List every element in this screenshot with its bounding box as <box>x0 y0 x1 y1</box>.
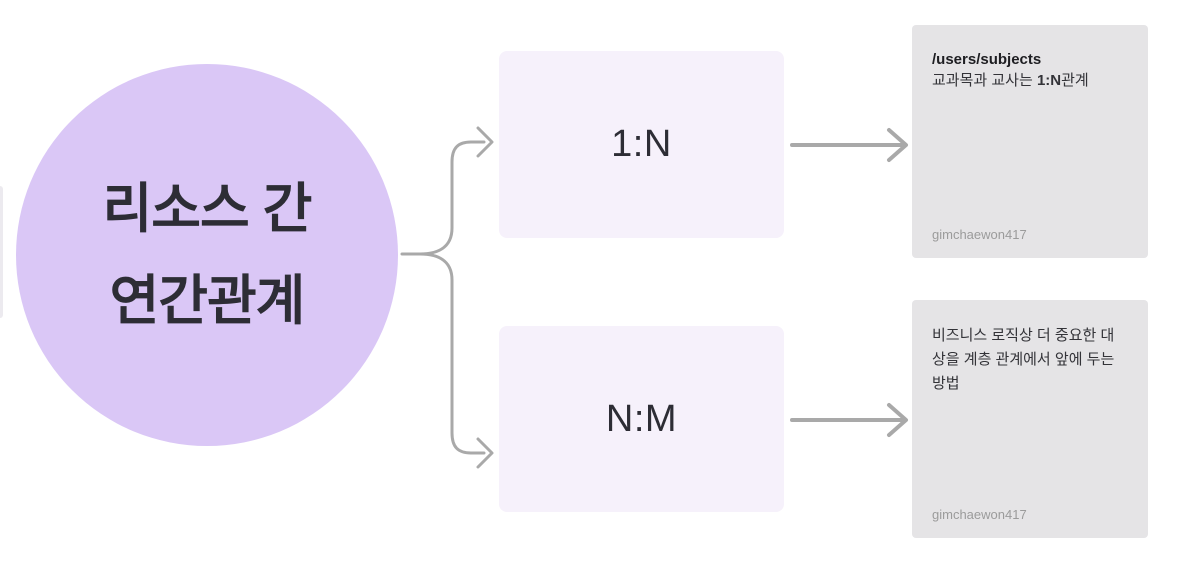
card-title: /users/subjects <box>932 51 1042 68</box>
brace-upper-curve <box>418 140 486 256</box>
brace-connector[interactable] <box>400 126 494 469</box>
arrowhead-right-icon <box>887 403 908 437</box>
branch-label-1n: 1:N <box>611 123 672 165</box>
branch-label-nm: N:M <box>605 397 678 440</box>
root-topic-line1: 리소스 간 <box>102 179 313 239</box>
arrowhead-upper-icon <box>476 126 494 158</box>
note-card-nm[interactable]: 비즈니스 로직상 더 중요한 대상을 계층 관계에서 앞에 두는 방법 gimc… <box>912 300 1148 538</box>
root-topic-label: 리소스 간 연간관계 <box>102 163 313 347</box>
root-topic-node[interactable]: 리소스 간 연간관계 <box>16 64 398 446</box>
card-body: 교과목과 교사는 1:N관계 <box>932 70 1128 91</box>
card-author: gimchaewon417 <box>932 507 1027 522</box>
card-body-bold: 1:N <box>1036 72 1062 89</box>
card-body-prefix: 교과목과 교사는 <box>932 72 1037 89</box>
note-card-1n[interactable]: /users/subjects 교과목과 교사는 1:N관계 gimchaewo… <box>912 25 1148 258</box>
arrowhead-lower-icon <box>476 437 494 469</box>
root-topic-line2: 연간관계 <box>109 271 306 331</box>
branch-node-nm[interactable]: N:M <box>499 326 784 512</box>
card-author: gimchaewon417 <box>932 227 1027 242</box>
card-body: 비즈니스 로직상 더 중요한 대상을 계층 관계에서 앞에 두는 방법 <box>932 327 1115 392</box>
brace-lower-curve <box>418 252 486 455</box>
branch-node-1n[interactable]: 1:N <box>499 51 784 238</box>
card-body-suffix: 관계 <box>1061 72 1089 89</box>
arrow-1n-to-card[interactable] <box>790 128 908 162</box>
arrow-nm-to-card[interactable] <box>790 403 908 437</box>
offscreen-shape-edge <box>0 186 3 318</box>
arrowhead-right-icon <box>887 128 908 162</box>
